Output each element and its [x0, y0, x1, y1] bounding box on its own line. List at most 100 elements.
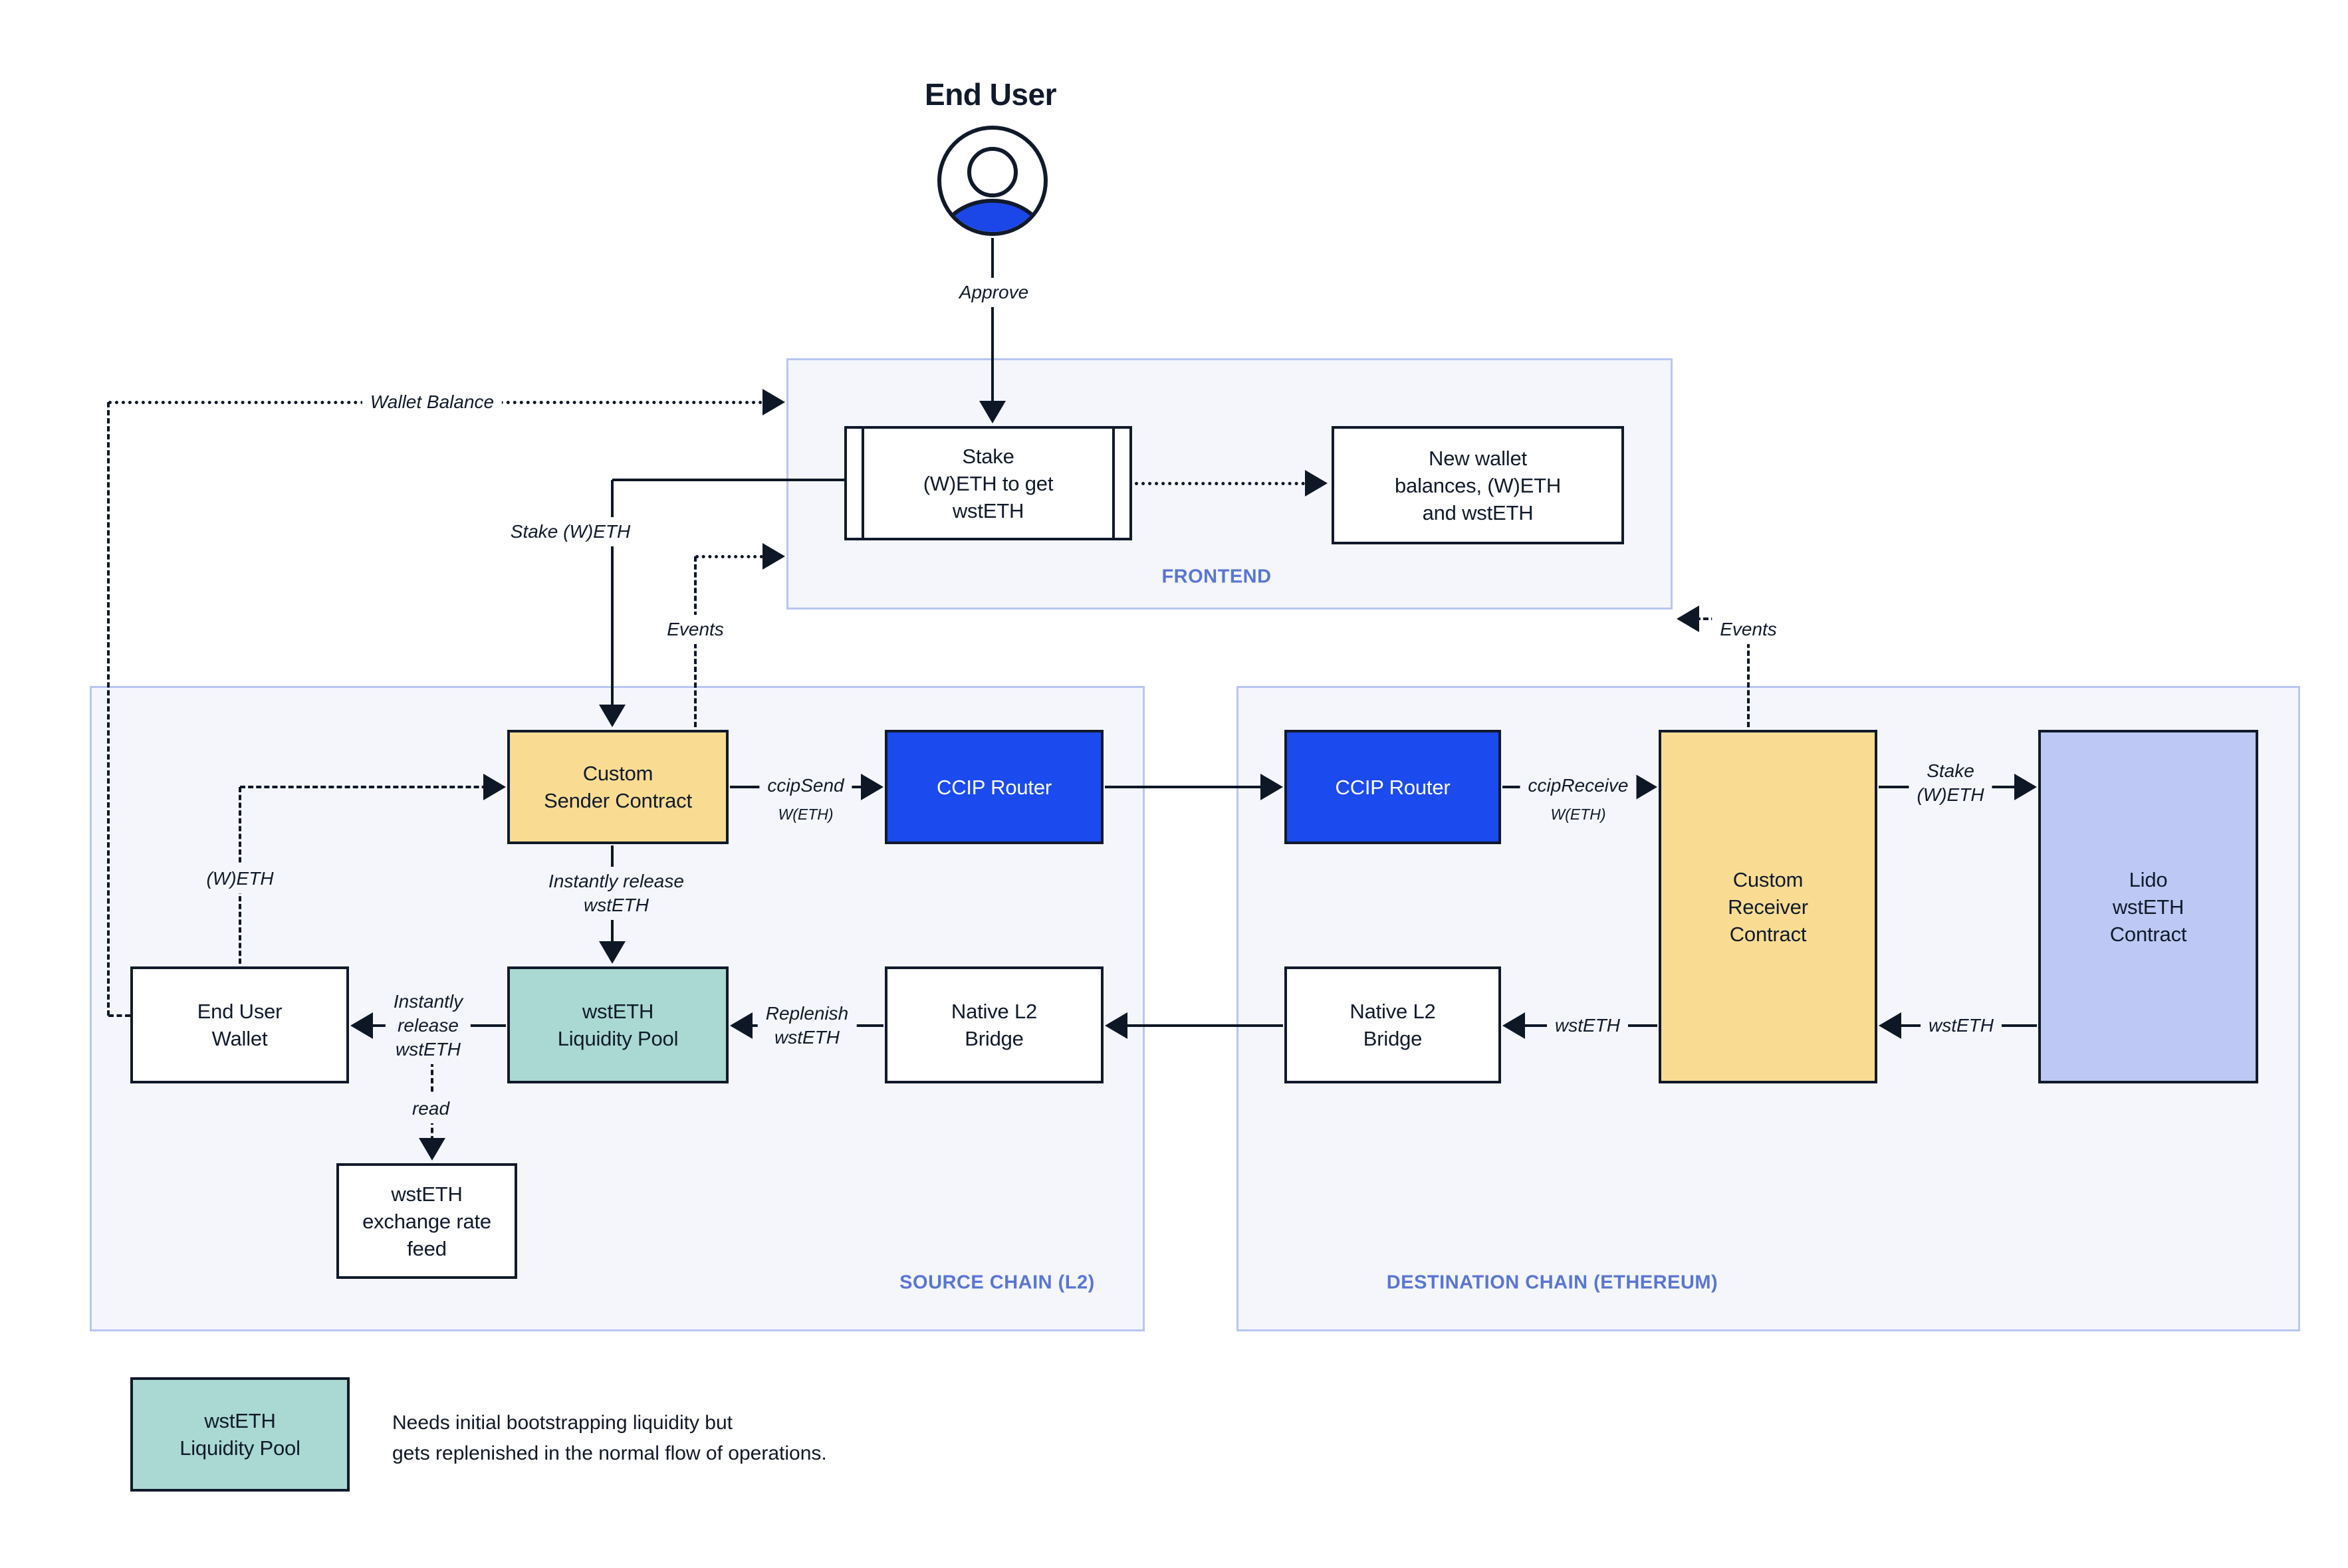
edge-label-wallet-balance: Wallet Balance — [362, 388, 503, 417]
edge-label-line: wstETH — [774, 1027, 840, 1048]
arrowhead-weth-wallet-to-sender — [483, 774, 506, 800]
edge-label-line: Replenish — [765, 1003, 849, 1024]
node-label-line: End User — [197, 1000, 283, 1023]
arrowhead-router-to-router — [1260, 774, 1283, 800]
edge-stake-to-sender — [611, 480, 614, 725]
arrowhead-receiver-to-lido — [2014, 774, 2037, 800]
edge-label-line: Events — [1720, 619, 1777, 639]
node-ccip-router-destination: CCIP Router — [1284, 730, 1501, 844]
arrowhead-read-to-feed — [419, 1138, 445, 1161]
node-legend-wsteth-liquidity-pool: wstETH Liquidity Pool — [130, 1377, 350, 1492]
edge-wallet-balance-riser — [108, 1014, 130, 1017]
edge-label-instantly-release-3: Instantly release wstETH — [385, 987, 471, 1064]
container-label-source-chain: SOURCE CHAIN (L2) — [899, 1272, 1095, 1293]
edge-label-subline: W(ETH) — [1550, 806, 1606, 823]
edge-label-stake-weth-left: Stake (W)ETH — [502, 517, 639, 546]
node-label-line: wstETH — [391, 1182, 463, 1206]
edge-events-left-to-frontend — [695, 555, 782, 558]
user-shoulders-icon — [941, 199, 1044, 232]
edge-bridge-to-bridge — [1108, 1024, 1283, 1027]
node-label-line: Bridge — [965, 1027, 1024, 1050]
legend-caption: Needs initial bootstrapping liquidity bu… — [392, 1408, 827, 1469]
node-new-wallet-balances: New wallet balances, (W)ETH and wstETH — [1332, 426, 1624, 544]
node-label-line: New wallet — [1429, 446, 1527, 470]
node-label-line: wstETH — [582, 1000, 654, 1023]
edge-label-events-left: Events — [659, 615, 732, 644]
edge-label-line: Instantly — [393, 991, 463, 1012]
node-label-line: Liquidity Pool — [557, 1027, 679, 1050]
arrowhead-events-left-to-frontend — [763, 543, 785, 570]
legend-caption-line: gets replenished in the normal flow of o… — [392, 1442, 827, 1464]
edge-label-line: Instantly release — [548, 871, 684, 891]
edge-label-read: read — [404, 1094, 458, 1123]
subroutine-bar — [862, 429, 864, 538]
edge-router-to-router — [1105, 786, 1280, 788]
node-label-line: Native L2 — [951, 1000, 1038, 1023]
end-user-title: End User — [925, 77, 1056, 112]
node-label-line: wstETH — [204, 1409, 276, 1432]
edge-label-stake-weth-right: Stake(W)ETH — [1909, 756, 1992, 810]
node-wsteth-liquidity-pool: wstETH Liquidity Pool — [507, 966, 729, 1083]
edge-label-line: Wallet Balance — [370, 392, 495, 412]
arrowhead-ccipreceive-router-to-receiver — [1635, 774, 1657, 800]
arrowhead-bridge-to-pool — [730, 1012, 753, 1039]
node-native-l2-bridge-source: Native L2 Bridge — [885, 966, 1104, 1083]
arrowhead-bridge-to-bridge — [1105, 1012, 1127, 1039]
edge-label-line: (W)ETH — [206, 868, 274, 889]
node-label-line: Lido — [2129, 867, 2168, 891]
edge-stake-to-sender — [612, 479, 844, 481]
edge-wallet-balance-riser — [107, 402, 110, 1016]
node-wsteth-exchange-rate-feed: wstETH exchange rate feed — [336, 1163, 517, 1279]
node-label-line: Sender Contract — [544, 789, 692, 812]
arrowhead-stake-to-sender — [599, 705, 626, 727]
edge-label-replenish-wsteth: Replenish wstETH — [757, 999, 857, 1052]
edge-user-to-stake — [991, 238, 994, 421]
edge-label-line: ccipReceive — [1528, 775, 1629, 796]
arrowhead-events-right-to-frontend — [1677, 606, 1699, 632]
end-user-icon — [937, 126, 1048, 236]
arrowhead-lido-to-receiver-wsteth — [1879, 1012, 1901, 1039]
edge-label-wsteth-from-lido: wstETH — [1921, 1011, 2002, 1040]
edge-label-line: wstETH — [1929, 1015, 1994, 1036]
node-label-line: Contract — [2109, 922, 2187, 946]
edge-label-subline: W(ETH) — [778, 806, 834, 823]
container-label-destination-chain: DESTINATION CHAIN (ETHEREUM) — [1386, 1272, 1718, 1293]
edge-label-line: ccipSend — [767, 775, 844, 796]
edge-events-right-riser — [1747, 619, 1750, 727]
edge-label-line: Stake (W)ETH — [510, 521, 631, 542]
node-label-line: Liquidity Pool — [179, 1436, 300, 1460]
container-label-frontend: FRONTEND — [1161, 566, 1272, 588]
node-label-line: Custom — [1732, 867, 1804, 891]
edge-label-wsteth-to-bridge: wstETH — [1547, 1011, 1628, 1040]
node-label-line: Custom — [582, 762, 653, 785]
node-label-line: CCIP Router — [937, 775, 1052, 799]
edge-label-line: wstETH — [396, 1039, 461, 1060]
edge-label-events-right: Events — [1712, 615, 1785, 644]
node-label-line: balances, (W)ETH — [1394, 473, 1562, 497]
edge-label-line: Stake — [1927, 760, 1974, 781]
node-label-line: Stake — [962, 444, 1014, 468]
node-label-line: Wallet — [211, 1027, 268, 1050]
edge-label-line: release — [398, 1015, 459, 1036]
arrowhead-wallet-balance-to-frontend — [763, 389, 785, 415]
user-head-icon — [967, 147, 1018, 197]
edge-weth-wallet-to-sender — [240, 786, 503, 788]
node-label-line: and wstETH — [1422, 501, 1534, 524]
node-label-line: feed — [407, 1236, 447, 1260]
legend-caption-line: Needs initial bootstrapping liquidity bu… — [392, 1412, 733, 1434]
arrowhead-stake-to-new-wallet — [1305, 470, 1328, 497]
edge-label-approve: Approve — [951, 278, 1037, 307]
edge-label-weth: (W)ETH — [198, 864, 282, 893]
edge-stake-to-new-wallet — [1135, 482, 1325, 485]
node-label-line: exchange rate — [362, 1209, 491, 1233]
edge-label-line: Events — [667, 619, 724, 639]
edge-label-line: wstETH — [1555, 1015, 1620, 1036]
edge-label-line: Approve — [959, 282, 1029, 302]
